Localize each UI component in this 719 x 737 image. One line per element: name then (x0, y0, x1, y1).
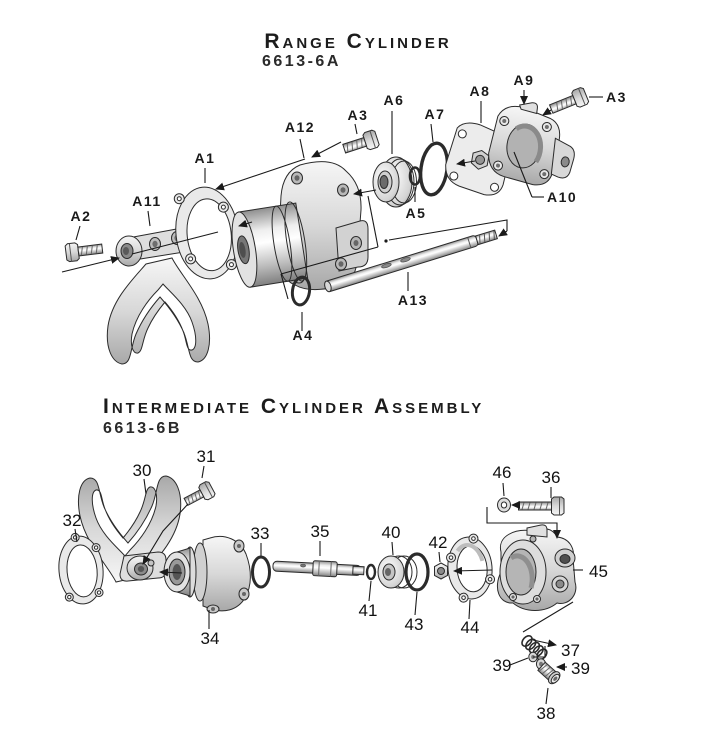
part-label-a2: A2 (71, 208, 92, 224)
part-bolt-a2 (64, 242, 104, 263)
part-nut-42 (434, 562, 448, 580)
part-label-36: 36 (542, 468, 561, 487)
part-plug-38 (537, 661, 561, 685)
part-label-a1: A1 (195, 150, 216, 166)
part-label-33: 33 (251, 524, 270, 543)
part-label-a3-right: A3 (606, 89, 627, 105)
range-cylinder-title: Range Cylinder (264, 30, 451, 53)
part-housing-34 (163, 535, 251, 614)
part-label-a9: A9 (514, 72, 535, 88)
part-label-41: 41 (359, 601, 378, 620)
part-label-39-left: 39 (493, 656, 512, 675)
part-label-a12: A12 (285, 119, 315, 135)
part-label-45: 45 (589, 562, 608, 581)
part-labels-range: A1 A2 A3 A3 A4 A5 A6 A7 A8 A9 A10 A11 A1… (71, 72, 627, 343)
part-cylinder-housing-a12 (231, 161, 369, 291)
part-ring-33 (251, 555, 271, 589)
part-piston-40 (377, 555, 418, 589)
part-gasket-32 (58, 532, 104, 605)
part-label-38: 38 (537, 704, 556, 723)
part-label-40: 40 (382, 523, 401, 542)
part-end-housing-45 (497, 524, 577, 611)
part-oring-43 (404, 552, 430, 592)
part-label-a10: A10 (547, 189, 577, 205)
part-label-35: 35 (311, 522, 330, 541)
part-oring-a4 (290, 275, 312, 307)
part-shift-rail-a13 (324, 229, 498, 293)
intermediate-cylinder-diagram: Intermediate Cylinder Assembly 6613-6B (58, 395, 608, 723)
part-label-32: 32 (63, 511, 82, 530)
part-label-a6: A6 (384, 92, 405, 108)
part-oring-41 (365, 563, 377, 581)
part-label-a4: A4 (293, 327, 314, 343)
part-washer-46 (497, 497, 511, 513)
part-label-37: 37 (561, 641, 580, 660)
part-label-31: 31 (197, 447, 216, 466)
part-label-42: 42 (429, 533, 448, 552)
part-piston-a6 (372, 156, 417, 208)
part-label-34: 34 (201, 629, 220, 648)
range-cylinder-diagram: Range Cylinder 6613-6A (61, 30, 627, 365)
part-bolt-36 (518, 496, 565, 516)
part-label-a11: A11 (132, 193, 161, 209)
part-cover-plate-44 (446, 533, 496, 603)
leader-lines-intermediate (74, 465, 583, 705)
part-piston-rod-35 (272, 560, 365, 578)
part-label-44: 44 (461, 618, 480, 637)
part-label-43: 43 (405, 615, 424, 634)
part-bolt-a3-right (548, 87, 590, 114)
part-label-a8: A8 (470, 83, 491, 99)
part-labels-intermediate: 30 31 32 33 34 35 36 37 38 39 39 40 41 4… (63, 447, 608, 723)
part-bolt-a3-left (342, 129, 380, 154)
part-label-46: 46 (493, 463, 512, 482)
intermediate-title: Intermediate Cylinder Assembly (103, 395, 484, 418)
range-cylinder-code: 6613-6A (262, 53, 341, 70)
part-label-a13: A13 (398, 292, 428, 308)
leader-lines-range (61, 90, 603, 331)
part-bolt-31 (183, 481, 216, 507)
part-label-a3-left: A3 (348, 107, 369, 123)
part-spring-37 (521, 634, 548, 661)
part-label-a7: A7 (425, 106, 446, 122)
intermediate-code: 6613-6B (103, 420, 182, 437)
part-label-30: 30 (133, 461, 152, 480)
part-label-39-right: 39 (571, 659, 590, 678)
part-label-a5: A5 (406, 205, 427, 221)
